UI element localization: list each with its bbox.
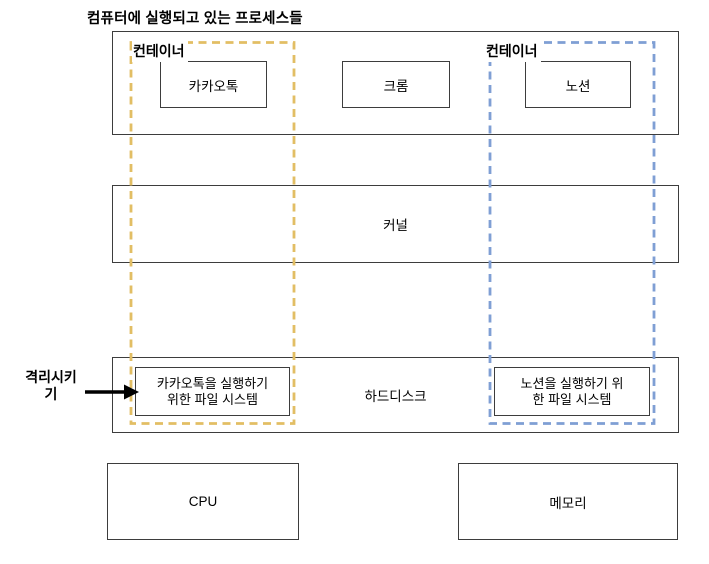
- filesystem-kakaotalk-line2: 위한 파일 시스템: [167, 391, 258, 407]
- cpu-label: CPU: [188, 494, 218, 509]
- container-left-label: 컨테이너: [132, 41, 188, 62]
- isolate-label-line2: 기: [44, 386, 58, 402]
- app-label-chrome: 크롬: [383, 78, 409, 94]
- filesystem-notion-line2: 한 파일 시스템: [532, 391, 612, 407]
- kernel-box: 커널: [112, 185, 679, 263]
- kernel-label: 커널: [383, 218, 408, 233]
- isolate-label: 격리시키 기: [14, 369, 88, 403]
- process-box: [112, 31, 679, 135]
- memory-label: 메모리: [549, 495, 587, 511]
- app-box-kakaotalk: 카카오톡: [160, 61, 267, 108]
- diagram-title: 컴퓨터에 실행되고 있는 프로세스들: [87, 11, 303, 27]
- memory-box: 메모리: [458, 463, 678, 540]
- app-box-notion: 노션: [525, 61, 631, 108]
- cpu-box: CPU: [107, 463, 299, 540]
- filesystem-box-notion: 노션을 실행하기 위 한 파일 시스템: [494, 367, 650, 416]
- app-label-notion: 노션: [565, 78, 591, 94]
- harddisk-label: 하드디스크: [364, 389, 427, 404]
- filesystem-notion-line1: 노션을 실행하기 위: [520, 375, 624, 391]
- filesystem-kakaotalk-line1: 카카오톡을 실행하기: [156, 375, 269, 391]
- container-right-label: 컨테이너: [485, 41, 541, 62]
- filesystem-box-kakaotalk: 카카오톡을 실행하기 위한 파일 시스템: [135, 367, 290, 416]
- app-label-kakaotalk: 카카오톡: [188, 78, 239, 94]
- isolate-label-line1: 격리시키: [25, 369, 77, 385]
- app-box-chrome: 크롬: [342, 61, 450, 108]
